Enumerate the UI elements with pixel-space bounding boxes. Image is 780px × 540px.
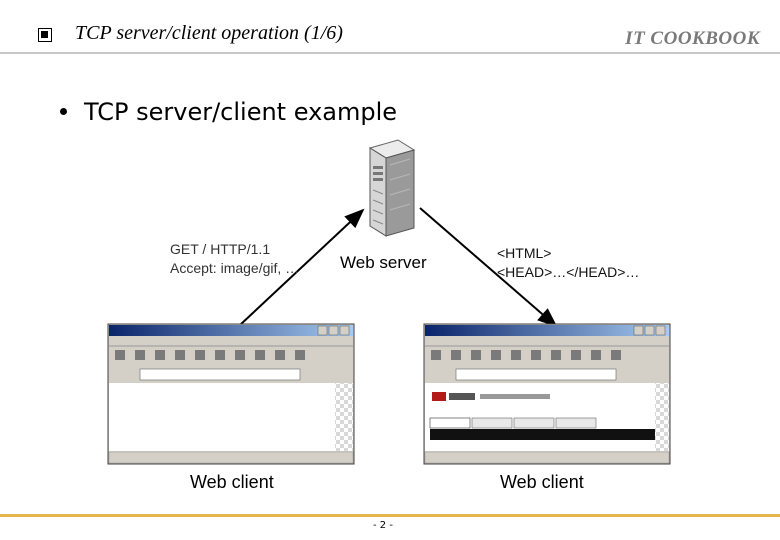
response-line-2: <HEAD>…</HEAD>… <box>497 264 640 280</box>
brand-logo: IT COOKBOOK <box>625 28 760 49</box>
browser-window-left <box>107 323 355 465</box>
subtitle-bullet-icon <box>60 108 67 115</box>
http-response-text: <HTML> <HEAD>…</HEAD>… <box>497 244 639 282</box>
response-arrow <box>419 207 558 328</box>
web-server-label: Web server <box>340 253 427 272</box>
footer-divider <box>0 514 780 517</box>
http-request-text: GET / HTTP/1.1 Accept: image/gif, … <box>170 240 299 278</box>
browser-window-right <box>423 323 671 465</box>
page-title: TCP server/client operation (1/6) <box>75 22 343 44</box>
response-line-1: <HTML> <box>497 245 552 261</box>
web-client-label-left: Web client <box>190 472 274 492</box>
header-bullet-icon <box>38 28 52 42</box>
server-icon <box>368 139 416 237</box>
header-divider <box>0 52 780 54</box>
request-line-1: GET / HTTP/1.1 <box>170 241 271 257</box>
request-line-2: Accept: image/gif, … <box>170 260 300 276</box>
request-arrow <box>239 208 365 326</box>
subtitle: TCP server/client example <box>84 98 398 126</box>
page-number: - 2 - <box>373 520 393 531</box>
web-client-label-right: Web client <box>500 472 584 492</box>
